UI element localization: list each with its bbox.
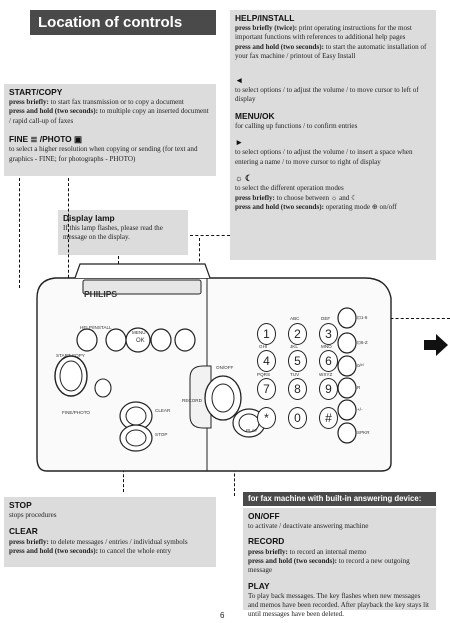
label-clear: CLEAR bbox=[155, 408, 171, 413]
side-label-6: SPKR bbox=[357, 430, 370, 435]
play-heading: PLAY bbox=[248, 580, 270, 591]
start-copy-text-1: to start fax transmission or to copy a d… bbox=[48, 98, 184, 107]
start-copy-press-hold: press and hold (two seconds): bbox=[9, 107, 98, 116]
key-letters-wxyz: WXYZ bbox=[319, 372, 333, 377]
key-letters-jkl: JKL bbox=[290, 344, 298, 349]
record-press-hold: press and hold (two seconds): bbox=[248, 556, 337, 565]
key-5[interactable]: 5 bbox=[288, 350, 307, 372]
key-letters-mno: MNO bbox=[321, 344, 332, 349]
label-stop: STOP bbox=[155, 432, 168, 437]
fine-photo-text: to select a higher resolution when copyi… bbox=[9, 145, 198, 163]
next-page-arrow-icon bbox=[424, 334, 448, 356]
key-hash[interactable]: # bbox=[319, 407, 338, 429]
key-3[interactable]: 3 bbox=[319, 323, 338, 345]
stop-clear-box: STOP stops procedures CLEAR press briefl… bbox=[4, 497, 216, 567]
help-install-press-briefly: press briefly (twice): bbox=[235, 24, 298, 33]
clear-text-2: to cancel the whole entry bbox=[97, 546, 172, 555]
fine-photo-heading: FINE ≣ /PHOTO ▣ bbox=[9, 134, 82, 145]
leader-side-buttons bbox=[375, 318, 450, 319]
on-off-text: to activate / deactivate answering machi… bbox=[248, 522, 369, 531]
label-help-install: HELP/INSTALL bbox=[80, 325, 112, 330]
mode-text-3: operating mode ⊕ on/off bbox=[323, 202, 397, 211]
side-label-5: +/- bbox=[357, 407, 363, 412]
key-8[interactable]: 8 bbox=[288, 378, 307, 400]
answering-banner-text: for fax machine with built-in answering … bbox=[248, 494, 422, 503]
answering-banner: for fax machine with built-in answering … bbox=[243, 492, 436, 506]
play-text: To play back messages. The key flashes w… bbox=[248, 591, 430, 619]
mode-text-2: to choose between ☼ and ☾ bbox=[274, 193, 358, 202]
display-lamp-heading: Display lamp bbox=[63, 213, 115, 223]
menu-ok-text: for calling up functions / to confirm en… bbox=[235, 121, 358, 130]
mode-icon: ☼ ☾ bbox=[235, 173, 253, 184]
side-label-3: 0/¹⁰ bbox=[357, 363, 365, 368]
label-play: PLAY bbox=[246, 428, 258, 433]
key-7[interactable]: 7 bbox=[257, 378, 276, 400]
mode-press-hold: press and hold (two seconds): bbox=[235, 202, 324, 211]
key-letters-def: DEF bbox=[321, 316, 331, 321]
help-install-text-1: print operating instructions for the mos… bbox=[235, 24, 412, 42]
key-star[interactable]: * bbox=[257, 407, 276, 429]
label-record: RECORD bbox=[182, 398, 202, 403]
help-install-box: HELP/INSTALL press briefly (twice): prin… bbox=[230, 10, 436, 72]
left-arrow-text: to select options / to adjust the volume… bbox=[235, 86, 419, 104]
clear-text-1: to delete messages / entries / individua… bbox=[48, 537, 188, 546]
start-copy-press-briefly: press briefly: bbox=[9, 98, 49, 107]
left-arrow-icon: ◄ bbox=[235, 75, 244, 85]
label-start-copy: START COPY bbox=[56, 353, 85, 358]
leader-start-copy bbox=[19, 178, 20, 288]
help-install-heading: HELP/INSTALL bbox=[235, 13, 295, 23]
on-off-heading: ON/OFF bbox=[248, 511, 280, 521]
start-copy-text-2: to multiple copy an inserted document / … bbox=[9, 107, 209, 125]
stop-heading: STOP bbox=[9, 500, 32, 510]
record-press-briefly: press briefly: bbox=[248, 547, 288, 556]
clear-press-briefly: press briefly: bbox=[9, 537, 49, 546]
key-letters-tuv: TUV bbox=[290, 372, 300, 377]
key-letters-ghi: GHI bbox=[259, 344, 268, 349]
record-text-1: to record an internal memo bbox=[287, 547, 367, 556]
mode-press-briefly: press briefly: bbox=[235, 193, 275, 202]
start-copy-heading: START/COPY bbox=[9, 87, 63, 97]
page-number: 6 bbox=[220, 611, 225, 620]
key-2[interactable]: 2 bbox=[288, 323, 307, 345]
key-0[interactable]: 0 bbox=[288, 407, 307, 429]
help-install-press-hold: press and hold (two seconds): bbox=[235, 42, 324, 51]
clear-heading: CLEAR bbox=[9, 526, 38, 537]
leader-fine-photo bbox=[68, 178, 69, 288]
key-1[interactable]: 1 bbox=[257, 323, 276, 345]
label-fine-photo: FINE/PHOTO bbox=[62, 410, 90, 415]
side-label-2: ⊡6-Z bbox=[357, 340, 368, 345]
clear-press-hold: press and hold (two seconds): bbox=[9, 546, 98, 555]
key-4[interactable]: 4 bbox=[257, 350, 276, 372]
label-on-off: ON/OFF bbox=[216, 365, 234, 370]
key-letters-abc: ABC bbox=[290, 316, 300, 321]
right-arrow-icon: ► bbox=[235, 137, 244, 148]
key-6[interactable]: 6 bbox=[319, 350, 338, 372]
side-label-4: R bbox=[357, 385, 361, 390]
key-9[interactable]: 9 bbox=[319, 378, 338, 400]
help-install-text-2: to start the automatic installation of y… bbox=[235, 42, 427, 61]
key-letters-pqrs: PQRS bbox=[257, 372, 271, 377]
right-arrow-text: to select options / to adjust the volume… bbox=[235, 148, 413, 166]
stop-text: stops procedures bbox=[9, 511, 57, 520]
record-text-2: to record a new outgoing message bbox=[248, 556, 410, 575]
page-title-banner: Location of controls bbox=[30, 10, 216, 35]
leader-help-horizontal bbox=[190, 235, 230, 236]
page-title: Location of controls bbox=[38, 14, 183, 31]
display-lamp-box: Display lamp If this lamp flashes, pleas… bbox=[58, 210, 188, 255]
brand-logo: PHILIPS bbox=[84, 289, 118, 299]
start-copy-box: START/COPY press briefly: to start fax t… bbox=[4, 84, 216, 176]
navigation-box: ◄ to select options / to adjust the volu… bbox=[230, 72, 436, 260]
label-ok: OK bbox=[136, 338, 145, 344]
mode-text: to select the different operation modes bbox=[235, 184, 344, 193]
record-heading: RECORD bbox=[248, 536, 285, 547]
menu-ok-heading: MENU/OK bbox=[235, 110, 275, 121]
display-lamp-text: If this lamp flashes, please read the me… bbox=[63, 224, 163, 242]
label-menu: MENU bbox=[132, 330, 146, 335]
answering-box: ON/OFF to activate / deactivate answerin… bbox=[243, 508, 436, 618]
side-label-1: ⊡1-5 bbox=[357, 315, 368, 320]
